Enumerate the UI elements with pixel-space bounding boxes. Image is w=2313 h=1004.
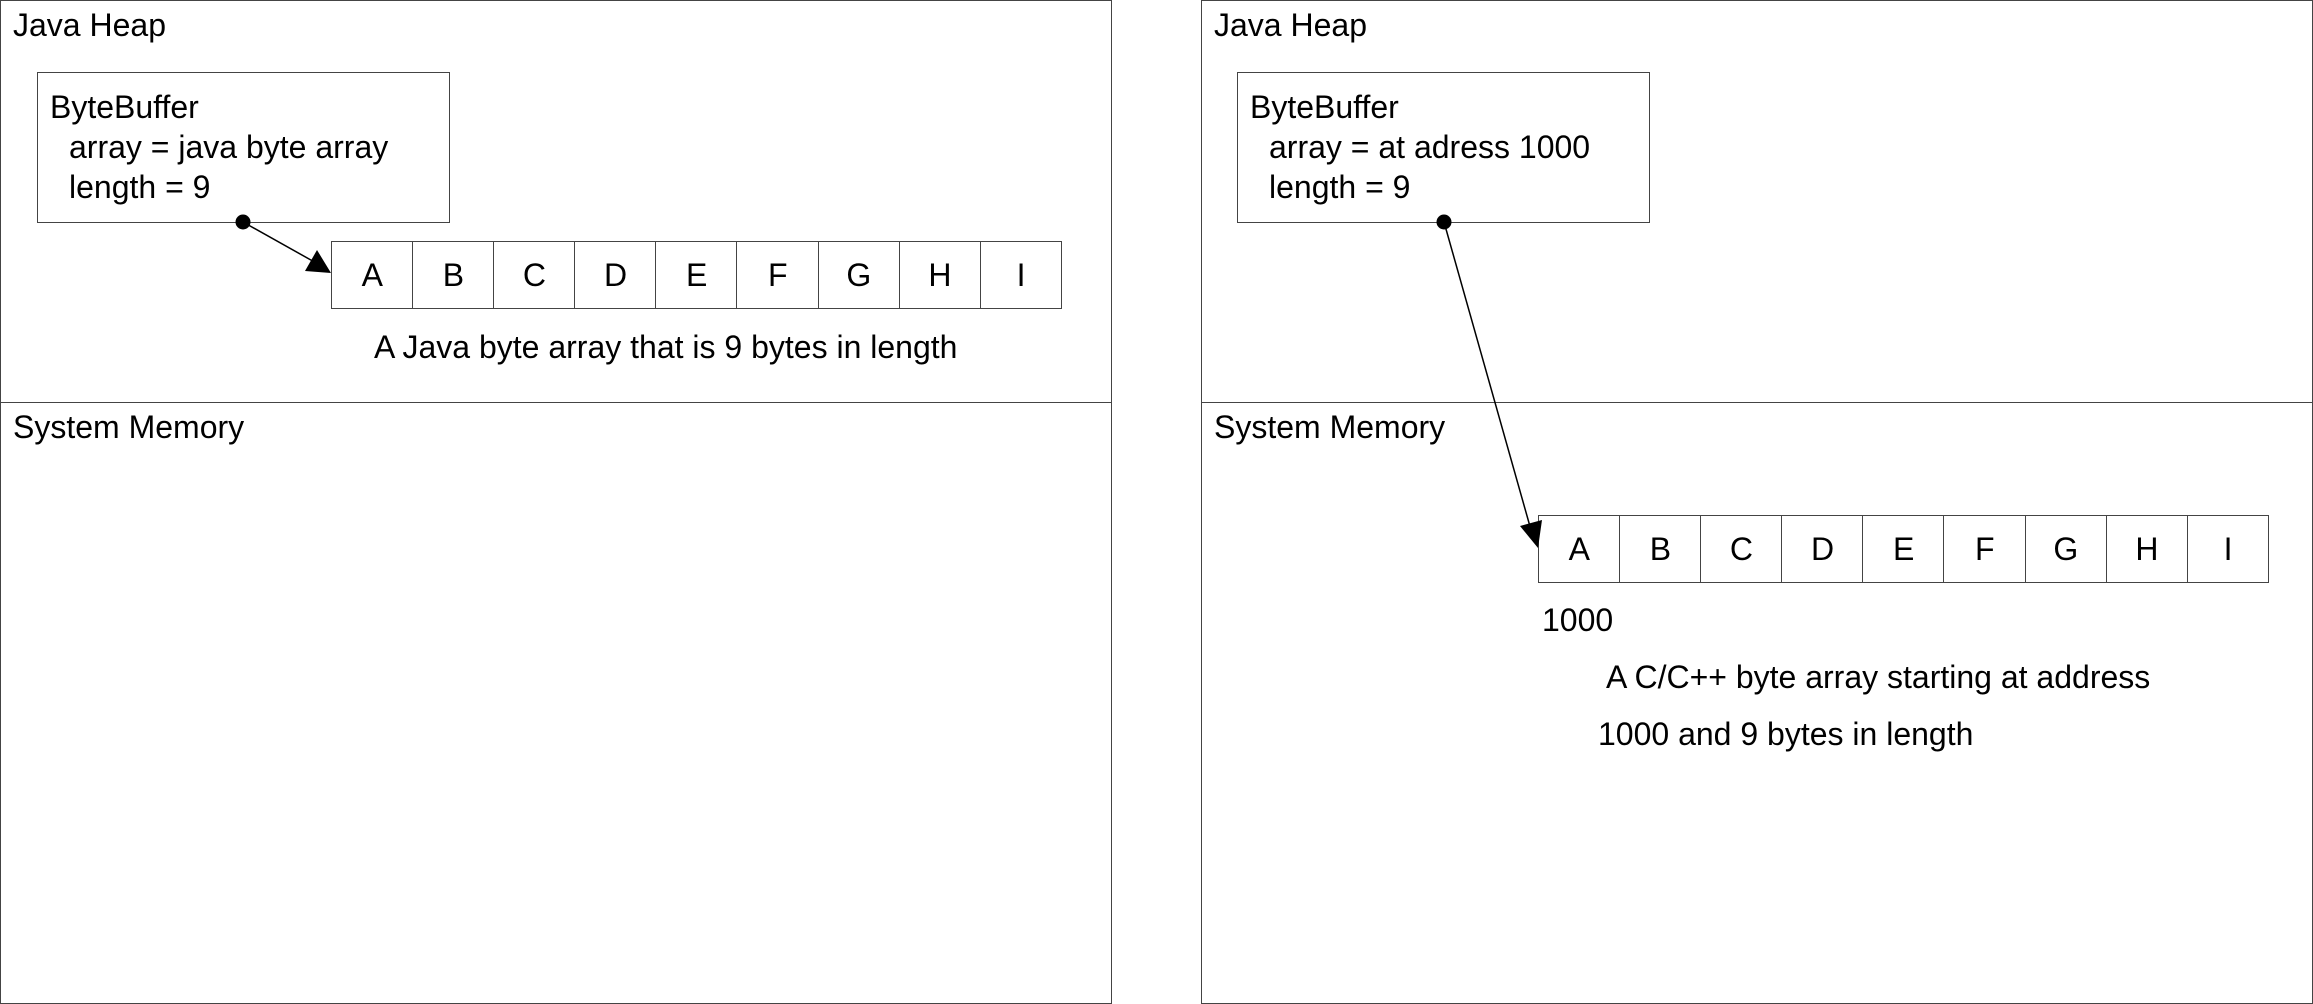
byte-cell: H	[2105, 515, 2189, 583]
right-java-heap-label: Java Heap	[1214, 7, 1367, 43]
byte-cell: A	[1538, 515, 1621, 583]
left-bytebuffer-box: ByteBuffer array = java byte array lengt…	[37, 72, 450, 223]
right-bytebuffer-title: ByteBuffer	[1250, 89, 1399, 125]
byte-cell: A	[331, 241, 414, 309]
left-byte-array-caption: A Java byte array that is 9 bytes in len…	[374, 329, 958, 365]
byte-cell: H	[898, 241, 982, 309]
right-system-memory-region: System Memory	[1201, 402, 2313, 1004]
right-system-memory-label: System Memory	[1214, 409, 1446, 445]
byte-cell: E	[655, 241, 738, 309]
right-bytebuffer-length-field: length = 9	[1269, 169, 1411, 205]
right-bytebuffer-array-field: array = at adress 1000	[1269, 129, 1591, 165]
left-bytebuffer-array-field: array = java byte array	[69, 129, 389, 165]
left-system-memory-label: System Memory	[13, 409, 245, 445]
byte-cell: I	[2186, 515, 2270, 583]
left-system-memory-region: System Memory	[0, 402, 1112, 1004]
byte-cell: F	[736, 241, 820, 309]
left-java-heap-label: Java Heap	[13, 7, 166, 43]
byte-cell: B	[412, 241, 495, 309]
left-bytebuffer-title: ByteBuffer	[50, 89, 199, 125]
byte-cell: E	[1862, 515, 1945, 583]
byte-cell: G	[817, 241, 901, 309]
byte-cell: F	[1943, 515, 2027, 583]
left-byte-array: A B C D E F G H I	[331, 241, 1063, 309]
byte-cell: D	[574, 241, 657, 309]
byte-cell: C	[493, 241, 576, 309]
right-byte-array: A B C D E F G H I	[1538, 515, 2270, 583]
byte-cell: C	[1700, 515, 1783, 583]
right-bytebuffer-box: ByteBuffer array = at adress 1000 length…	[1237, 72, 1650, 223]
byte-cell: I	[979, 241, 1063, 309]
right-address-label: 1000	[1542, 602, 1614, 638]
left-bytebuffer-length-field: length = 9	[69, 169, 211, 205]
right-caption-line-2: 1000 and 9 bytes in length	[1598, 716, 1974, 752]
byte-cell: B	[1619, 515, 1702, 583]
byte-cell: G	[2024, 515, 2108, 583]
byte-cell: D	[1781, 515, 1864, 583]
right-caption-line-1: A C/C++ byte array starting at address	[1606, 659, 2151, 695]
